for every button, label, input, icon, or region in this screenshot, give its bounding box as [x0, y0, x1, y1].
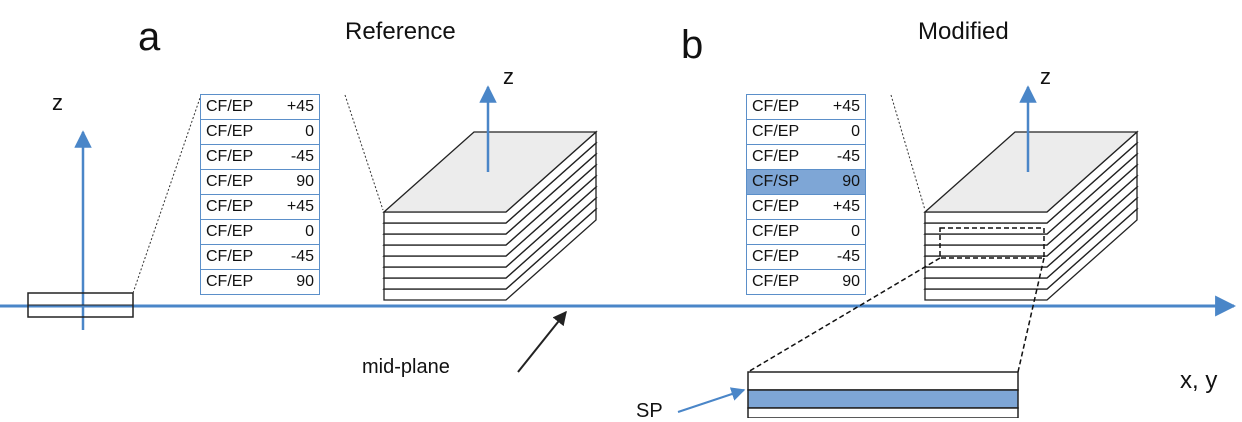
- ply-angle: -45: [275, 144, 320, 170]
- ply-material: CF/EP: [200, 244, 275, 270]
- ply-angle: 0: [821, 219, 866, 245]
- ply-angle: 0: [275, 119, 320, 145]
- xy-axis-label: x, y: [1180, 367, 1218, 394]
- detail-sp-layer: [747, 389, 1019, 409]
- detail-laminate: [747, 407, 1019, 418]
- ply-angle: 90: [821, 269, 866, 295]
- z-label-stack-a: z: [503, 64, 514, 89]
- panel-b-letter: b: [681, 23, 704, 67]
- ply-material: CF/EP: [200, 119, 275, 145]
- ply-material: CF/EP: [200, 194, 275, 220]
- ply-angle: 90: [275, 169, 320, 195]
- ply-angle: +45: [275, 94, 320, 120]
- z-label-a: z: [52, 90, 63, 115]
- ply-material: CF/EP: [746, 119, 821, 145]
- ply-angle: -45: [821, 244, 866, 270]
- ply-angle: +45: [821, 94, 866, 120]
- mid-plane-arrow: [517, 310, 567, 373]
- layup-row: CF/EP+45: [200, 194, 320, 220]
- mid-plane-label: mid-plane: [362, 356, 450, 378]
- ply-angle: 0: [821, 119, 866, 145]
- layup-row: CF/EP+45: [200, 94, 320, 120]
- layup-row: CF/EP-45: [200, 144, 320, 170]
- ply-material: CF/EP: [746, 244, 821, 270]
- ply-material: CF/EP: [200, 144, 275, 170]
- ply-material: CF/EP: [200, 169, 275, 195]
- ply-material: CF/EP: [746, 144, 821, 170]
- layup-row: CF/EP+45: [746, 94, 866, 120]
- ply-material: CF/EP: [200, 269, 275, 295]
- detail-laminate: [747, 371, 1019, 391]
- ply-material: CF/EP: [746, 269, 821, 295]
- zoom-line: [344, 94, 384, 211]
- z-label-stack-b: z: [1040, 64, 1051, 89]
- panel-a-title: Reference: [345, 18, 456, 45]
- ply-material: CF/EP: [200, 219, 275, 245]
- panel-b-title: Modified: [918, 18, 1009, 45]
- ply-stack-reference: [382, 130, 598, 301]
- ply-material: CF/EP: [746, 94, 821, 120]
- ply-angle: 0: [275, 219, 320, 245]
- ply-material: CF/SP: [746, 169, 821, 195]
- ply-angle: +45: [275, 194, 320, 220]
- layup-row: CF/EP+45: [746, 194, 866, 220]
- ply-angle: +45: [821, 194, 866, 220]
- detail-box: [939, 227, 1045, 259]
- layup-row: CF/EP-45: [200, 244, 320, 270]
- ply: [382, 131, 598, 213]
- panel-a-letter: a: [138, 15, 161, 59]
- ply-material: CF/EP: [746, 219, 821, 245]
- sp-label: SP: [636, 400, 663, 422]
- ply-stack-modified: [923, 130, 1139, 301]
- zoom-line: [747, 257, 941, 373]
- ply-angle: -45: [821, 144, 866, 170]
- zoom-line: [1017, 257, 1045, 373]
- ply: [923, 131, 1139, 213]
- sp-arrow: [677, 387, 746, 413]
- zoom-line: [890, 94, 926, 211]
- layup-row: CF/EP-45: [746, 244, 866, 270]
- layup-row: CF/EP-45: [746, 144, 866, 170]
- ply-material: CF/EP: [200, 94, 275, 120]
- zoom-line: [132, 94, 202, 294]
- ply-angle: -45: [275, 244, 320, 270]
- ply-material: CF/EP: [746, 194, 821, 220]
- ply-angle: 90: [821, 169, 866, 195]
- ply-angle: 90: [275, 269, 320, 295]
